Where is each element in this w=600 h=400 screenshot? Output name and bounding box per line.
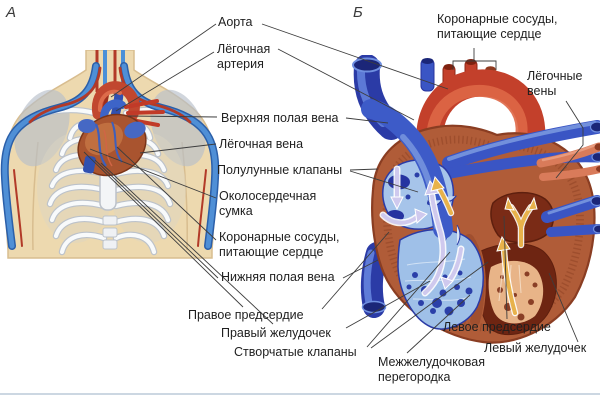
panel-b-letter: Б — [353, 4, 363, 21]
label-cuspid-valves: Створчатые клапаны — [234, 345, 357, 359]
label-semilunar-valves: Полулунные клапаны — [217, 163, 343, 177]
bottom-divider — [0, 393, 600, 395]
label-pulmonary-artery: Лёгочная артерия — [217, 42, 271, 71]
label-coronary-vessels-left: Коронарные сосуды, питающие сердце — [219, 230, 340, 259]
label-pericardial-sac: Околосердечная сумка — [219, 189, 317, 218]
heart-illustration — [352, 55, 600, 344]
pulmonary-veins-blue — [541, 195, 600, 237]
arterial-flow-arrows — [430, 175, 538, 317]
wall-striations — [382, 135, 584, 333]
label-superior-vena-cava: Верхняя полая вена — [221, 111, 339, 125]
label-right-ventricle: Правый желудочек — [221, 326, 331, 340]
label-pulmonary-veins: Лёгочные вены — [527, 69, 583, 98]
label-coronary-vessels-right: Коронарные сосуды, питающие сердце — [437, 12, 558, 41]
panel-a-letter: А — [6, 4, 17, 21]
label-left-ventricle: Левый желудочек — [484, 341, 587, 355]
label-inferior-vena-cava: Нижняя полая вена — [221, 270, 335, 284]
label-aorta: Аорта — [218, 15, 253, 29]
label-left-atrium: Левое предсердие — [443, 320, 551, 334]
label-right-atrium: Правое предсердие — [188, 308, 304, 322]
label-interventricular-septum: Межжелудочковая перегородка — [378, 355, 486, 384]
label-pulmonary-vein: Лёгочная вена — [219, 137, 304, 151]
torso-illustration — [0, 50, 220, 259]
